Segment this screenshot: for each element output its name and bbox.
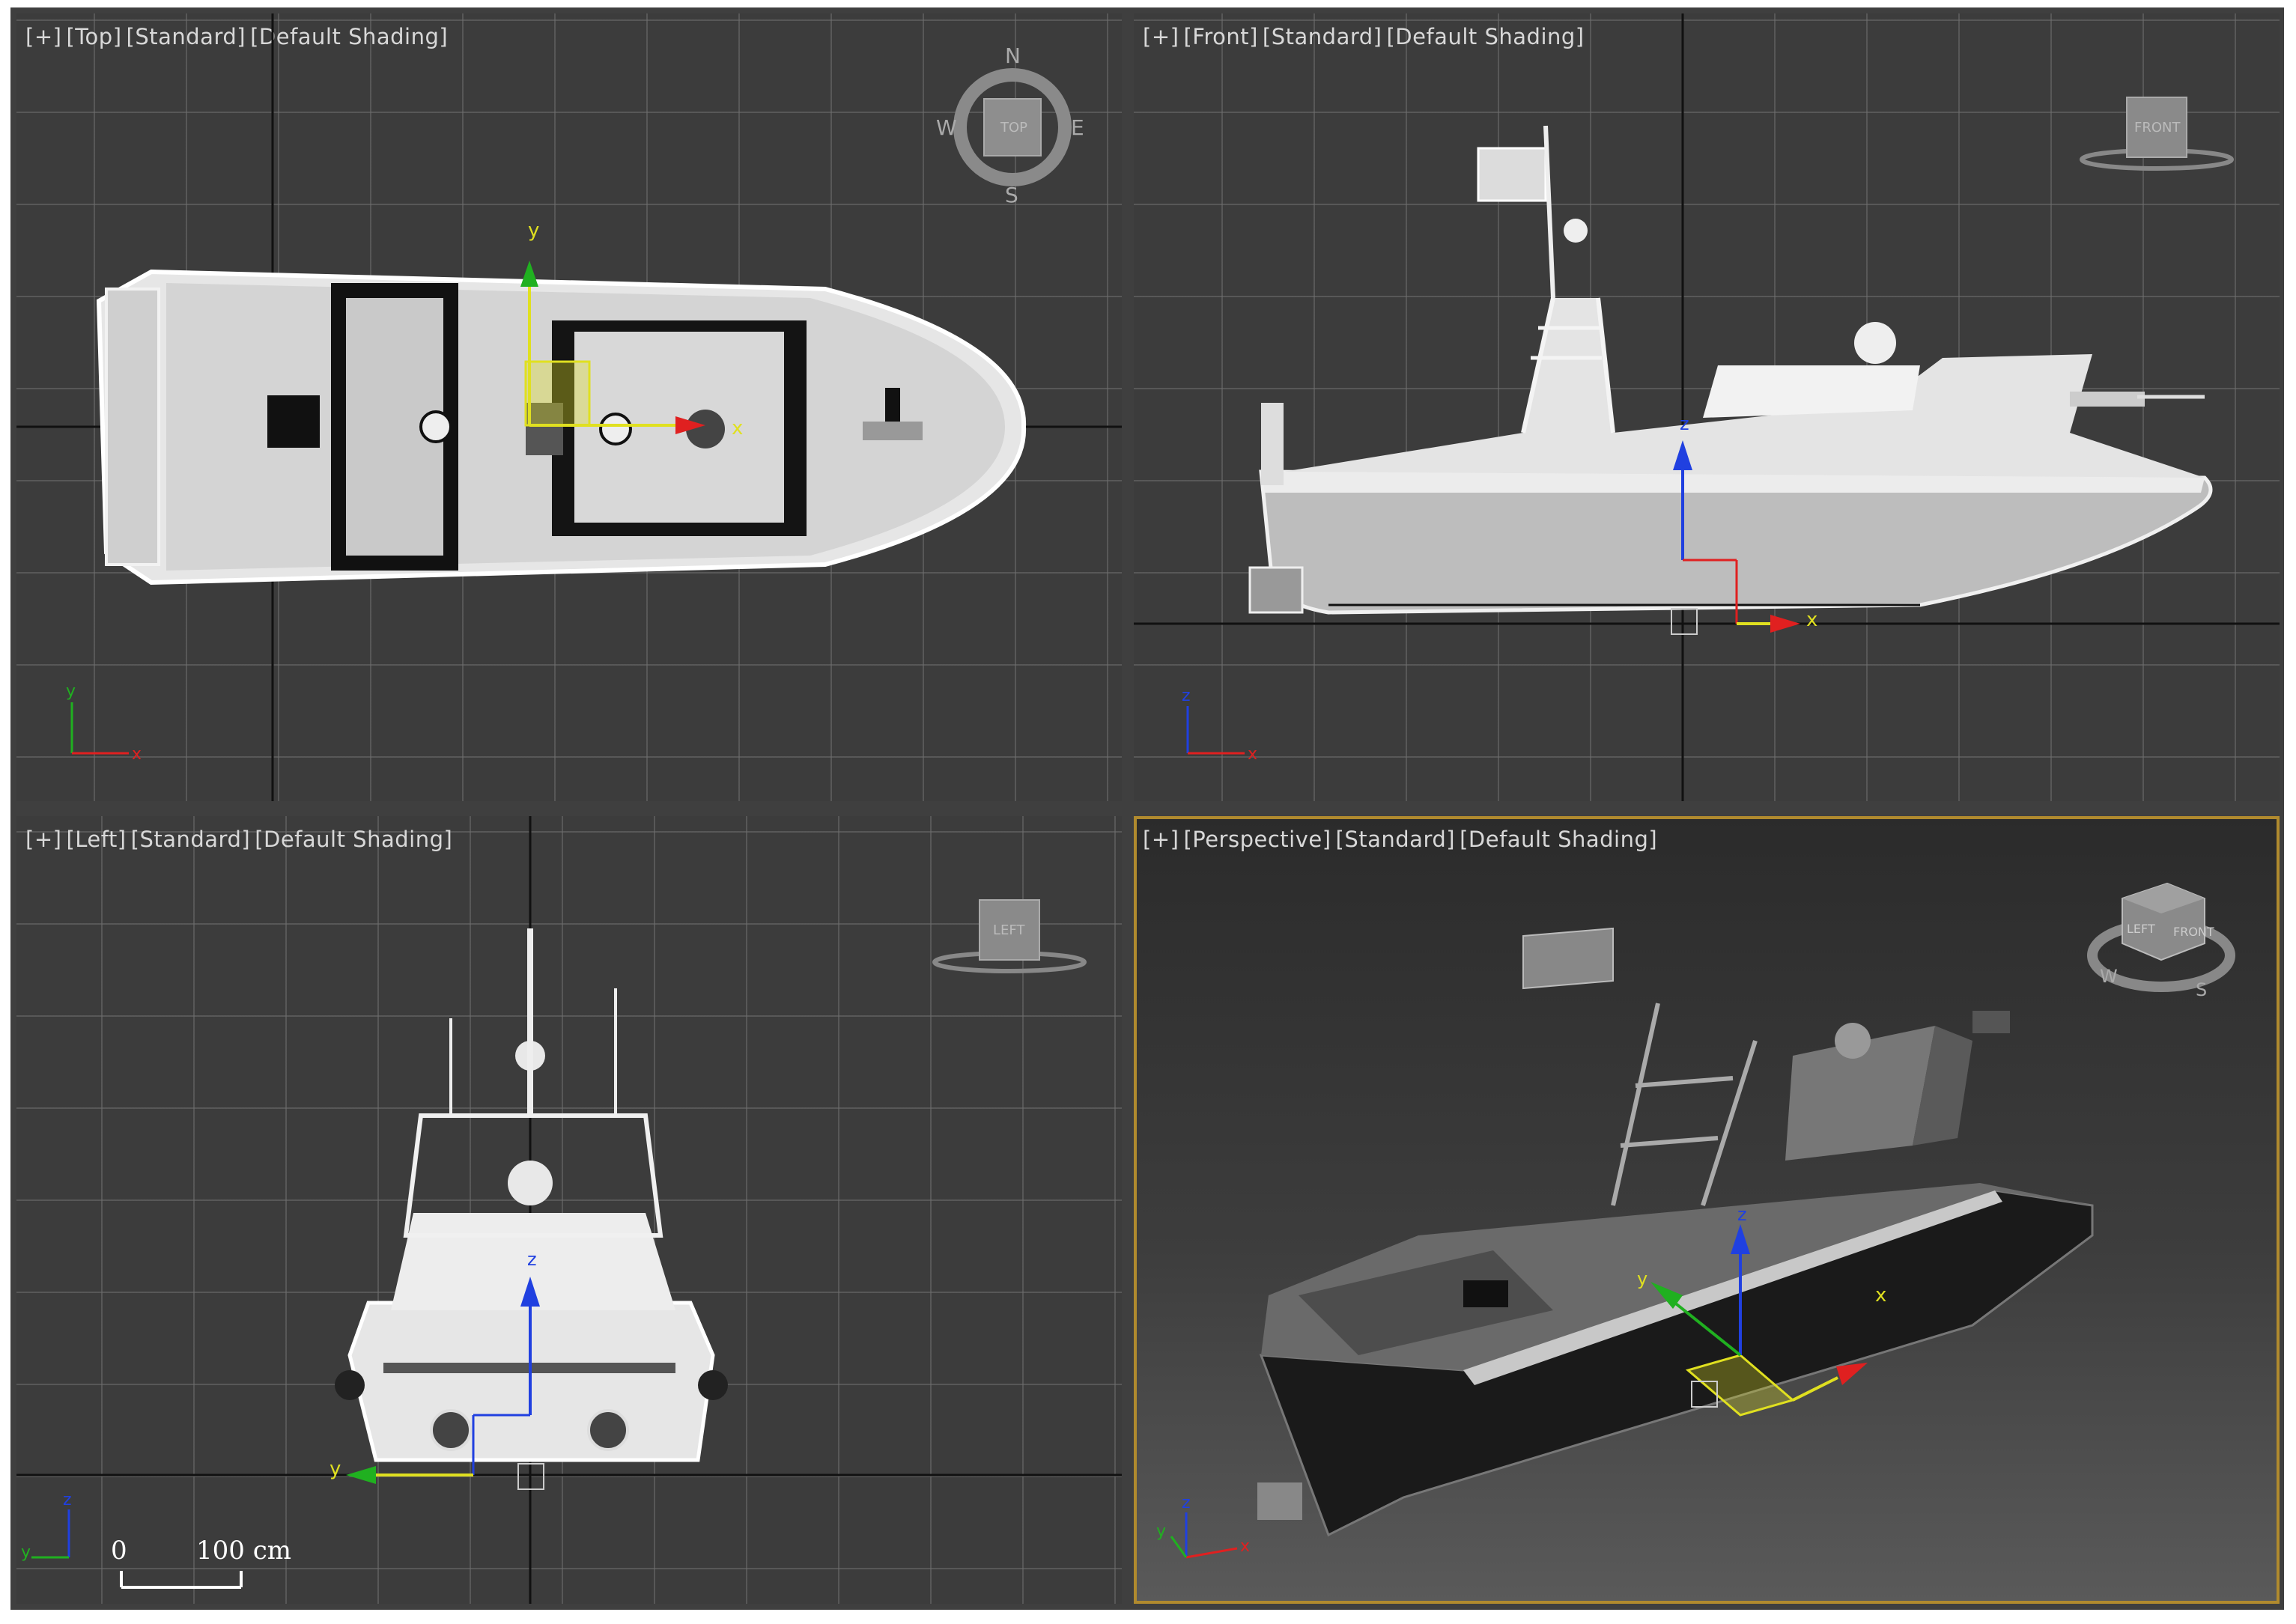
viewport-preset-button[interactable]: [Standard] — [130, 827, 251, 852]
compass-n: N — [1005, 43, 1021, 68]
boat-top-view[interactable] — [96, 269, 1027, 586]
viewport-menu-button[interactable]: [+] — [25, 24, 62, 49]
front-scene: z x z x FRONT — [1134, 13, 2280, 801]
viewport-menu-button[interactable]: [+] — [1143, 24, 1179, 49]
viewcube-top[interactable] — [953, 68, 1072, 186]
tripod-z-label: z — [1182, 687, 1191, 705]
viewport-left[interactable]: [+][Left][Standard][Default Shading] — [16, 816, 1122, 1604]
left-scene: z y z y LEFT 0 100 cm — [16, 816, 1122, 1604]
viewport-label-front: [+][Front][Standard][Default Shading] — [1143, 24, 1589, 49]
gizmo-y-label: y — [528, 219, 539, 242]
viewport-preset-button[interactable]: [Standard] — [1335, 827, 1456, 852]
top-scene: y x y x TOP N S E W — [16, 13, 1122, 801]
gizmo-x-label: x — [1806, 609, 1817, 631]
viewport-view-button[interactable]: [Left] — [66, 827, 127, 852]
viewcube-front[interactable] — [2080, 97, 2234, 171]
viewport-view-button[interactable]: [Top] — [66, 24, 122, 49]
viewport-shading-button[interactable]: [Default Shading] — [255, 827, 453, 852]
compass-s: S — [2196, 979, 2207, 1000]
axis-tripod-top — [70, 702, 129, 755]
viewcube-left[interactable] — [932, 899, 1087, 973]
tripod-x-label: x — [1248, 745, 1257, 764]
viewcube-face-label: FRONT — [2134, 120, 2181, 136]
scale-bar — [120, 1571, 243, 1589]
transform-gizmo-left[interactable] — [346, 1277, 544, 1490]
viewport-perspective[interactable]: [+][Perspective][Standard][Default Shadi… — [1134, 816, 2280, 1604]
viewport-label-top: [+][Top][Standard][Default Shading] — [25, 24, 452, 49]
viewcube-perspective[interactable] — [2087, 882, 2235, 992]
axis-tripod-perspective — [1170, 1512, 1238, 1559]
tripod-x-label: x — [132, 745, 142, 764]
gizmo-z-label: z — [1680, 413, 1689, 434]
viewport-preset-button[interactable]: [Standard] — [126, 24, 246, 49]
viewport-preset-button[interactable]: [Standard] — [1262, 24, 1382, 49]
scale-bar-start: 0 — [111, 1536, 127, 1566]
viewport-shading-button[interactable]: [Default Shading] — [1386, 24, 1585, 49]
viewport-label-left: [+][Left][Standard][Default Shading] — [25, 827, 457, 852]
tripod-y-label: y — [66, 682, 76, 701]
viewport-view-button[interactable]: [Perspective] — [1183, 827, 1331, 852]
gizmo-x-label: x — [732, 417, 743, 440]
perspective-scene: z y x z x y FRONT LEFT W S — [1156, 882, 2235, 1559]
viewport-shading-button[interactable]: [Default Shading] — [250, 24, 449, 49]
viewport-shading-button[interactable]: [Default Shading] — [1460, 827, 1658, 852]
scale-bar-end: 100 cm — [196, 1536, 291, 1566]
boat-side-view[interactable] — [1248, 125, 2213, 615]
gizmo-z-label: z — [527, 1249, 537, 1270]
gizmo-x-label: x — [1875, 1284, 1886, 1307]
gizmo-z-label: z — [1737, 1204, 1747, 1225]
viewport-top[interactable]: [+][Top][Standard][Default Shading] — [16, 13, 1122, 801]
gizmo-y-label: y — [1637, 1268, 1647, 1289]
compass-w: W — [2100, 966, 2118, 987]
axis-tripod-front — [1186, 706, 1245, 755]
viewport-front[interactable]: [+][Front][Standard][Default Shading] — [1134, 13, 2280, 801]
tripod-y-label: y — [1156, 1522, 1166, 1541]
boat-perspective-view[interactable] — [1257, 927, 2094, 1537]
compass-s: S — [1005, 183, 1018, 207]
tripod-y-label: y — [21, 1543, 31, 1562]
compass-w: W — [936, 115, 957, 140]
viewport-label-perspective: [+][Perspective][Standard][Default Shadi… — [1143, 827, 1662, 852]
axis-tripod-left — [31, 1509, 70, 1559]
tripod-z-label: z — [1182, 1494, 1191, 1512]
viewcube-face-label: TOP — [1000, 120, 1027, 136]
tripod-z-label: z — [63, 1491, 72, 1509]
viewcube-side-label: LEFT — [2127, 922, 2155, 936]
viewcube-face-label: LEFT — [993, 922, 1025, 938]
viewcube-face-label: FRONT — [2173, 925, 2214, 939]
viewport-menu-button[interactable]: [+] — [25, 827, 62, 852]
compass-e: E — [1071, 115, 1084, 140]
viewport-view-button[interactable]: [Front] — [1183, 24, 1258, 49]
viewport-menu-button[interactable]: [+] — [1143, 827, 1179, 852]
transform-gizmo-front[interactable] — [1671, 440, 1800, 635]
gizmo-y-label: y — [329, 1458, 341, 1480]
transform-gizmo-top[interactable] — [520, 261, 705, 434]
transform-gizmo-perspective[interactable] — [1650, 1224, 1868, 1417]
tripod-x-label: x — [1240, 1537, 1250, 1556]
viewport-layout: [+][Top][Standard][Default Shading] — [10, 7, 2284, 1610]
